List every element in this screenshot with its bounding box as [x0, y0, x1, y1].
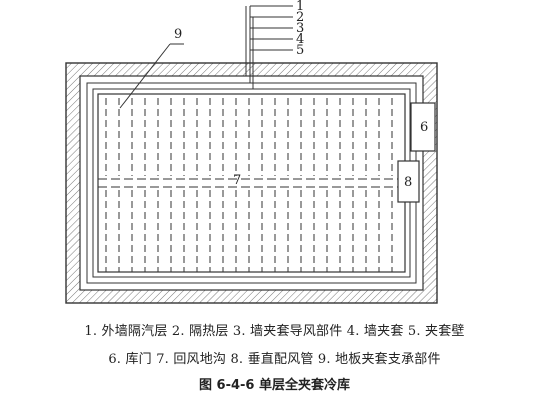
vertical-air-pipe [397, 160, 420, 203]
legend-line-2: 6. 库门 7. 回风地沟 8. 垂直配风管 9. 地板夹套支承部件 [108, 352, 441, 367]
jacket-layer-1 [86, 82, 417, 284]
floor-jacket-supports [105, 98, 393, 272]
legend-line-1: 1. 外墙隔汽层 2. 隔热层 3. 墙夹套导风部件 4. 墙夹套 5. 夹套壁 [84, 324, 465, 339]
outer-wall-hatched [66, 63, 437, 303]
callout-7: 7 [233, 173, 241, 188]
callout-6: 6 [420, 120, 428, 135]
callout-1: 1 [296, 0, 304, 14]
figure-caption: 图 6-4-6 单层全夹套冷库 [199, 378, 350, 393]
inner-wall-outline [79, 75, 424, 291]
door [410, 102, 436, 152]
callout-5: 5 [296, 43, 304, 58]
jacket-layer-2 [92, 88, 411, 278]
callout-3: 3 [296, 21, 304, 36]
callout-9: 9 [174, 27, 182, 42]
leader-9-diag [119, 43, 171, 109]
jacket-wall [97, 93, 406, 273]
callout-8: 8 [404, 175, 412, 190]
outer-wall-outline [65, 62, 438, 304]
callout-2: 2 [296, 10, 304, 25]
callout-4: 4 [296, 32, 304, 47]
